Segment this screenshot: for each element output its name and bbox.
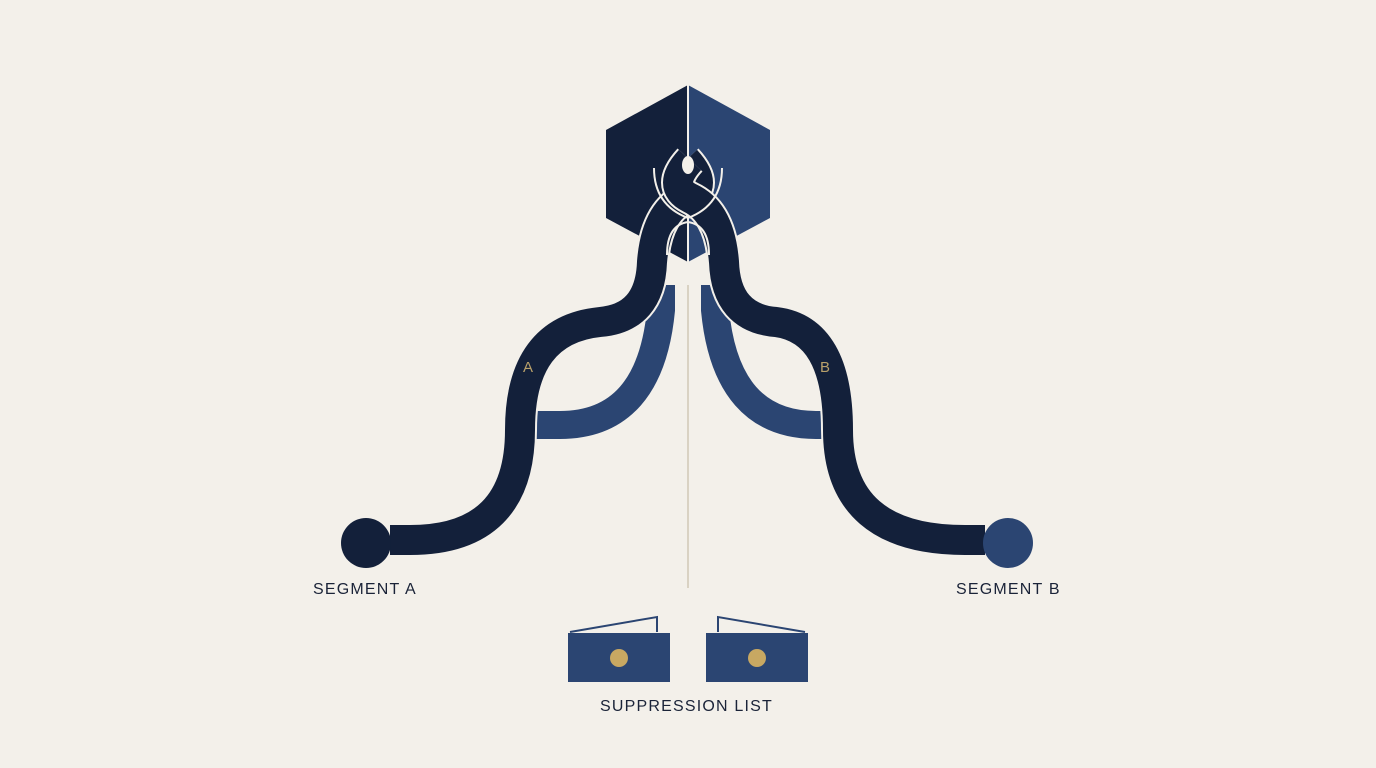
suppression-list-label: SUPPRESSION LIST: [600, 698, 774, 715]
hub-knot: [653, 156, 723, 256]
suppression-card-left-icon: [568, 615, 670, 682]
path-a-inner-branch: [535, 285, 675, 439]
path-b-stroke: [663, 149, 985, 555]
suppression-card-right-icon: [706, 615, 808, 682]
path-b-inner-branch: [701, 285, 840, 439]
segment-b-node-icon: [983, 518, 1033, 568]
segment-a-label: SEGMENT A: [313, 581, 417, 598]
path-b-letter: B: [820, 359, 831, 376]
segment-a-node-icon: [341, 518, 391, 568]
segment-b-label: SEGMENT B: [956, 581, 1061, 598]
path-a-letter: A: [523, 359, 534, 376]
